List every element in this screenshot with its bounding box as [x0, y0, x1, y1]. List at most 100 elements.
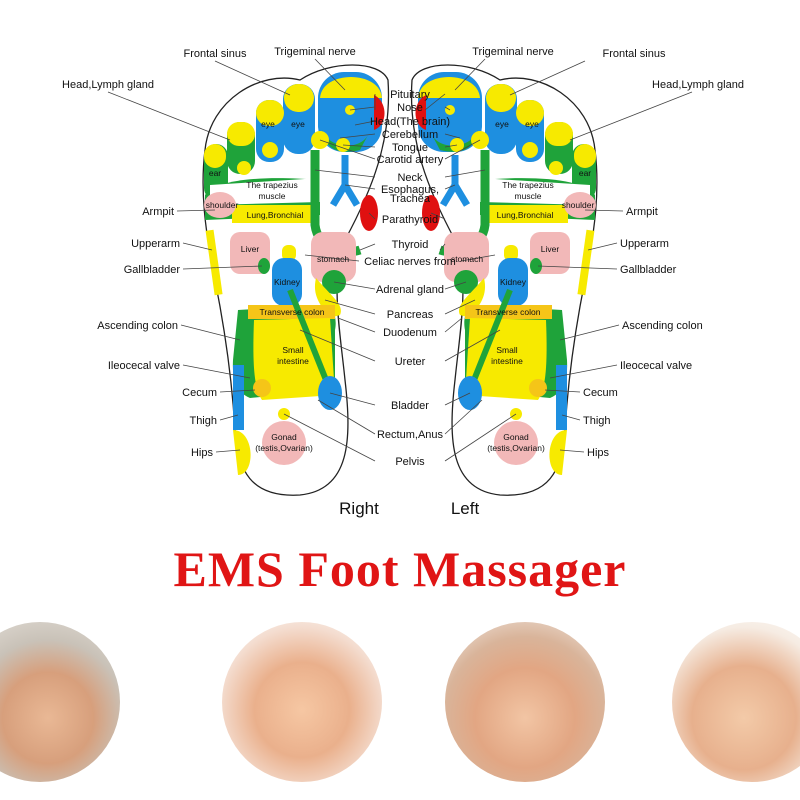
leader-line [444, 184, 456, 190]
leader-line [368, 212, 376, 220]
side-label-left-foot: Hips [587, 447, 610, 459]
leader-line [444, 133, 461, 139]
leader-line [444, 144, 458, 148]
leader-line [354, 120, 376, 126]
side-label-left-foot: Armpit [626, 206, 658, 218]
side-label-left-foot: Upperarm [620, 238, 669, 250]
center-label: Pituitary [390, 89, 430, 101]
region-label: Lung,Bronchial [497, 210, 554, 220]
side-label-right-foot: Ileocecal valve [108, 360, 180, 372]
leader-line [587, 242, 618, 251]
region-label: eye [525, 119, 539, 129]
center-label: Nose [397, 102, 423, 114]
foot-label-left: Left [451, 499, 480, 518]
leader-line [454, 58, 486, 91]
center-label: Duodenum [383, 327, 437, 339]
leader-line [584, 209, 624, 212]
foot-label-right: Right [339, 499, 379, 518]
center-label: Pancreas [387, 309, 434, 321]
side-label-left-foot: Head,Lymph gland [652, 79, 744, 91]
leader-line [182, 242, 213, 251]
side-label-right-foot: Thigh [189, 415, 217, 427]
region-label: (testis,Ovarian) [255, 443, 313, 453]
side-label-right-foot: Gallbladder [124, 264, 181, 276]
side-label-right-foot: Trigeminal nerve [274, 46, 356, 58]
leader-line [444, 399, 483, 435]
leader-line [549, 364, 618, 379]
leader-line [444, 413, 517, 462]
leader-line [460, 254, 496, 262]
leader-line [299, 329, 376, 362]
region-label: ear [579, 168, 591, 178]
center-label: Carotid artery [377, 154, 444, 166]
side-label-left-foot: Frontal sinus [603, 48, 666, 60]
side-label-left-foot: Gallbladder [620, 264, 677, 276]
region-label: The trapezius [246, 180, 298, 190]
leader-line [359, 243, 376, 251]
center-label: Bladder [391, 400, 429, 412]
side-label-left-foot: Ileocecal valve [620, 360, 692, 372]
leader-line [444, 299, 476, 315]
leader-line [444, 392, 471, 406]
leader-line [444, 106, 451, 111]
region-label: eye [261, 119, 275, 129]
region-label: Lung,Bronchial [247, 210, 304, 220]
leader-line [342, 144, 376, 148]
center-label: Celiac nerves from [364, 256, 456, 268]
region-label: (testis,Ovarian) [487, 443, 545, 453]
leader-line [439, 243, 446, 251]
photo-foot-massage-1 [0, 622, 120, 782]
region-label: shoulder [562, 200, 595, 210]
center-label: Trachea [390, 193, 431, 205]
leader-line [182, 265, 263, 270]
center-label: Parathyroid [382, 214, 438, 226]
region-label: Gonad [503, 432, 529, 442]
side-label-right-foot: Upperarm [131, 238, 180, 250]
region-label: stomach [317, 254, 349, 264]
region-label: shoulder [206, 200, 239, 210]
leader-line [182, 364, 251, 379]
leader-line [219, 414, 239, 421]
region-label: Transverse colon [260, 307, 325, 317]
region-label: Gonad [271, 432, 297, 442]
region-label: intestine [277, 356, 309, 366]
center-label: Neck [397, 172, 423, 184]
side-label-left-foot: Ascending colon [622, 320, 703, 332]
leader-line [349, 106, 376, 111]
leader-line [215, 449, 241, 453]
leader-line [444, 317, 463, 333]
side-label-left-foot: Cecum [583, 387, 618, 399]
leader-line [339, 133, 376, 139]
region-label: muscle [259, 191, 286, 201]
leader-line [317, 399, 376, 435]
leader-line [333, 281, 376, 290]
region-label: Transverse colon [476, 307, 541, 317]
side-label-right-foot: Ascending colon [97, 320, 178, 332]
center-label: Thyroid [392, 239, 429, 251]
region-label: Kidney [500, 277, 527, 287]
leader-line [304, 254, 360, 262]
leader-line [283, 413, 376, 462]
side-label-left-foot: Trigeminal nerve [472, 46, 554, 58]
center-label: Ureter [395, 356, 426, 368]
leader-line [569, 91, 693, 141]
center-label: Pelvis [395, 456, 425, 468]
leader-line [559, 324, 620, 341]
leader-line [314, 169, 376, 178]
leader-line [561, 414, 581, 421]
leader-line [329, 392, 376, 406]
region-label: The trapezius [502, 180, 554, 190]
center-label: Cerebellum [382, 129, 438, 141]
center-label: Tongue [392, 142, 428, 154]
side-label-right-foot: Cecum [182, 387, 217, 399]
leader-line [430, 212, 446, 220]
region-label: muscle [515, 191, 542, 201]
leader-line [180, 324, 241, 341]
leader-line [444, 139, 481, 160]
leader-line [444, 329, 501, 362]
leader-line [559, 449, 585, 453]
leader-line [337, 317, 376, 333]
region-label: Liver [541, 244, 560, 254]
center-label: Head(The brain) [370, 116, 450, 128]
